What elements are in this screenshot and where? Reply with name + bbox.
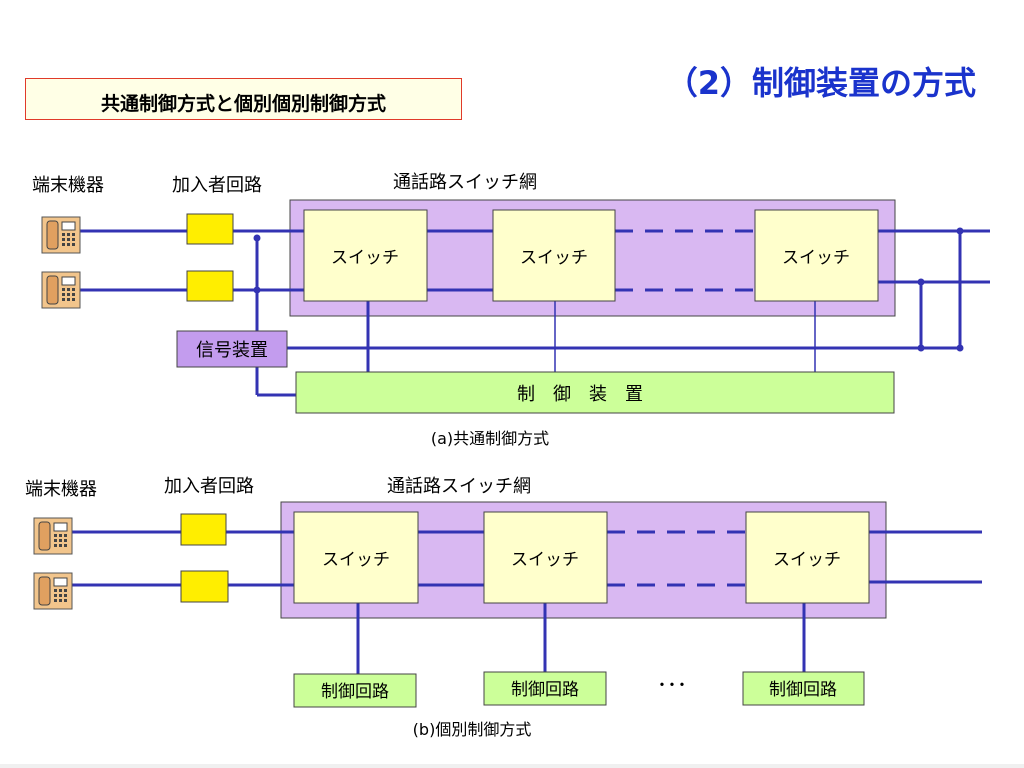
subscriber-circuit [180,513,227,546]
phone-icon [33,517,73,555]
control-circuit-label: 制御回路 [321,682,389,702]
label-network-a: 通話路スイッチ網 [393,172,537,193]
label-subscriber-a: 加入者回路 [172,175,262,196]
switch-label: スイッチ [520,248,588,268]
subtitle-box: 共通制御方式と個別個別制御方式 [25,78,462,120]
subscriber-circuit [180,570,229,603]
subscriber-circuit [186,213,234,245]
caption-b: (b)個別制御方式 [413,720,532,739]
switch-box: スイッチ [745,511,870,604]
diagram-b: 端末機器 加入者回路 通話路スイッチ網 スイッチ [25,476,982,739]
control-circuit-label: 制御回路 [511,680,579,700]
subtitle: 共通制御方式と個別個別制御方式 [100,93,386,115]
page-title: （2）制御装置の方式 [665,64,976,102]
signal-device: 信号装置 [176,330,288,368]
switch-label: スイッチ [322,550,390,570]
switch-box: スイッチ [293,511,419,604]
switch-box: スイッチ [492,209,616,302]
phone-icon [41,216,81,254]
switch-box: スイッチ [483,511,608,604]
control-circuit: 制御回路 [483,671,607,706]
phone-icon [33,572,73,610]
footer-rule [0,764,1024,768]
switch-label: スイッチ [773,550,841,570]
switch-box: スイッチ [754,209,879,302]
switch-label: スイッチ [511,550,579,570]
diagram-a: 端末機器 加入者回路 通話路スイッチ網 [32,172,990,448]
label-subscriber-b: 加入者回路 [164,476,254,497]
signal-device-label: 信号装置 [196,340,268,361]
control-device: 制 御 装 置 [295,371,895,414]
switch-box: スイッチ [303,209,428,302]
label-network-b: 通話路スイッチ網 [387,476,531,497]
control-circuit-label: 制御回路 [769,680,837,700]
switch-label: スイッチ [782,248,850,268]
control-device-label: 制 御 装 置 [517,384,643,405]
label-terminal-b: 端末機器 [25,479,97,500]
label-terminal-a: 端末機器 [32,175,104,196]
caption-a: (a)共通制御方式 [431,429,549,448]
ellipsis: ･･･ [657,673,687,697]
phone-icon [41,271,81,309]
control-circuit: 制御回路 [742,671,865,706]
switch-label: スイッチ [331,248,399,268]
subscriber-circuit [186,270,234,302]
control-circuit: 制御回路 [293,673,417,708]
